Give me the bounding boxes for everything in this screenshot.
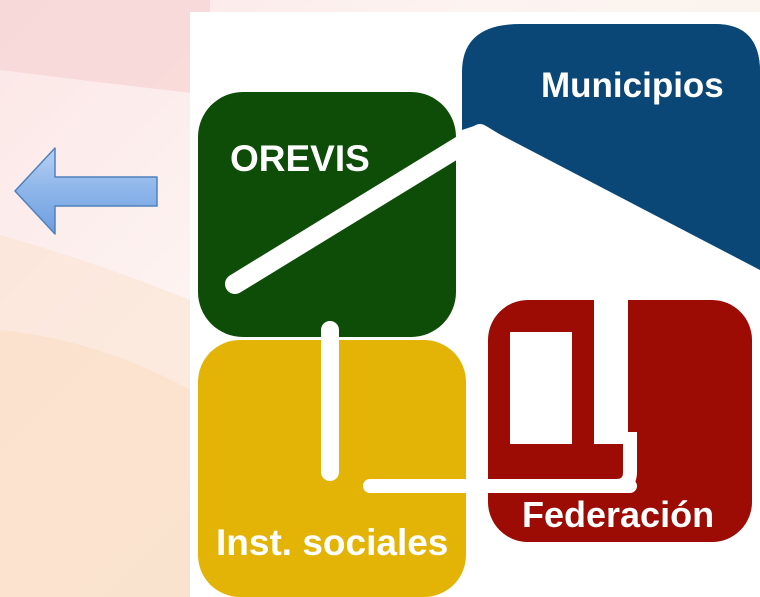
left-arrow-icon[interactable] xyxy=(14,146,160,236)
federacion-door xyxy=(510,332,572,444)
inst-sociales-label: Inst. sociales xyxy=(216,522,449,563)
roof-line xyxy=(225,124,760,312)
federacion-label: Federación xyxy=(522,494,715,535)
orevis-label: OREVIS xyxy=(230,138,370,179)
orevis-block xyxy=(198,92,456,337)
municipios-label: Municipios xyxy=(541,66,724,105)
vivienda-logo xyxy=(198,24,760,597)
